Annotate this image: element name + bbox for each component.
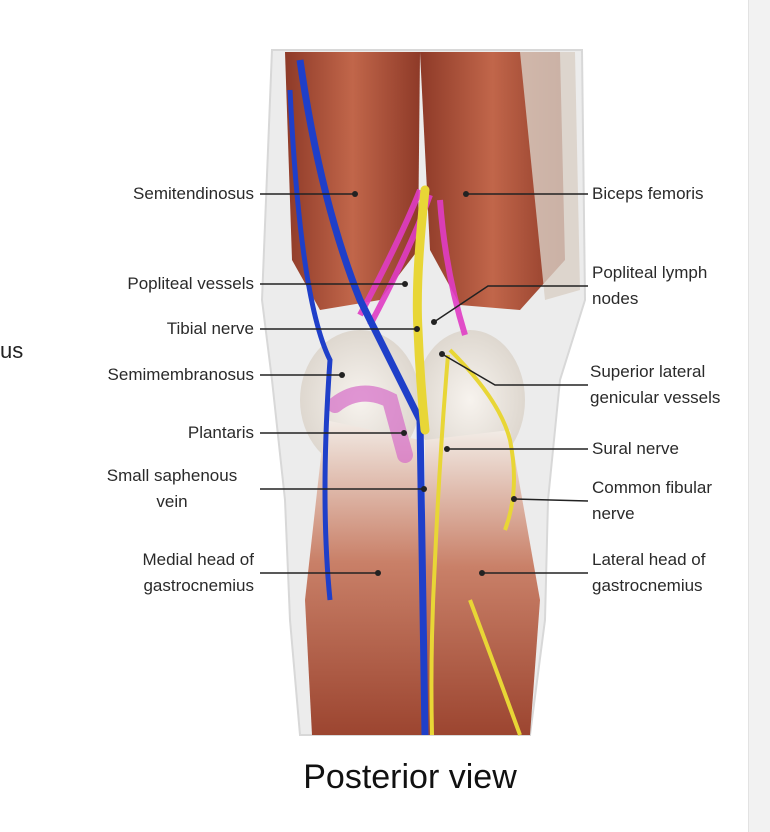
medial-pink-band	[327, 385, 413, 463]
dot-biceps-femoris	[463, 191, 469, 197]
label-small-saphenous-vein: Small saphenous vein	[84, 463, 260, 515]
dot-popliteal-vessels	[402, 281, 408, 287]
label-plantaris: Plantaris	[187, 423, 254, 442]
label-small-saphenous-vein-line1: Small saphenous	[106, 466, 238, 485]
leader-dots	[339, 191, 517, 576]
label-common-fibular-line1: Common fibular	[592, 478, 712, 497]
label-popliteal-lymph-line1: Popliteal lymph	[592, 263, 708, 282]
leader-popliteal-lymph	[433, 285, 588, 323]
leader-common-fibular	[513, 498, 589, 502]
cut-off-text: us	[0, 338, 24, 363]
label-superior-lateral-line2: genicular vessels	[590, 388, 721, 407]
lateral-band	[520, 52, 580, 300]
label-popliteal-lymph-line2: nodes	[592, 289, 639, 308]
diagram-caption: Posterior view	[303, 758, 517, 796]
popliteal-vein	[296, 59, 429, 736]
leader-lines	[260, 193, 589, 574]
label-lateral-head-line1: Lateral head of	[592, 550, 706, 569]
label-small-saphenous-vein-line2: vein	[156, 492, 188, 511]
label-medial-head-line1: Medial head of	[142, 550, 254, 569]
dot-superior-lateral	[439, 351, 445, 357]
dot-small-saphenous-vein	[421, 486, 427, 492]
dot-sural-nerve	[444, 446, 450, 452]
sural-lateral-branch	[468, 599, 522, 736]
label-semimembranosus: Semimembranosus	[107, 365, 254, 384]
label-common-fibular-nerve: Common fibular nerve	[592, 475, 712, 527]
dot-semitendinosus	[352, 191, 358, 197]
label-lateral-head-line2: gastrocnemius	[592, 576, 703, 595]
label-tibial-nerve: Tibial nerve	[166, 319, 254, 338]
label-popliteal-lymph-nodes: Popliteal lymph nodes	[592, 260, 707, 312]
dot-common-fibular	[511, 496, 517, 502]
label-medial-head-line2: gastrocnemius	[143, 576, 254, 595]
leader-superior-lateral	[441, 353, 588, 386]
dot-semimembranosus	[339, 372, 345, 378]
label-biceps-femoris: Biceps femoris	[592, 184, 704, 203]
dot-popliteal-lymph	[431, 319, 437, 325]
common-fibular-nerve	[448, 348, 516, 531]
dot-tibial-nerve	[414, 326, 420, 332]
label-sural-nerve: Sural nerve	[592, 439, 679, 458]
dot-lateral-head	[479, 570, 485, 576]
scrollbar-track[interactable]	[748, 0, 770, 832]
label-common-fibular-line2: nerve	[592, 504, 635, 523]
label-medial-head: Medial head of gastrocnemius	[142, 547, 254, 599]
semitendinosus-muscle	[285, 52, 420, 310]
label-popliteal-vessels: Popliteal vessels	[127, 274, 254, 293]
label-superior-lateral-line1: Superior lateral	[590, 362, 706, 381]
label-lateral-head: Lateral head of gastrocnemius	[592, 547, 705, 599]
dot-plantaris	[401, 430, 407, 436]
label-superior-lateral-genicular: Superior lateral genicular vessels	[590, 359, 720, 411]
label-semitendinosus: Semitendinosus	[133, 184, 254, 203]
great-vein-branch	[287, 89, 333, 601]
medial-head-gastrocnemius	[305, 420, 425, 735]
dot-medial-head	[375, 570, 381, 576]
sural-nerve	[429, 354, 450, 736]
